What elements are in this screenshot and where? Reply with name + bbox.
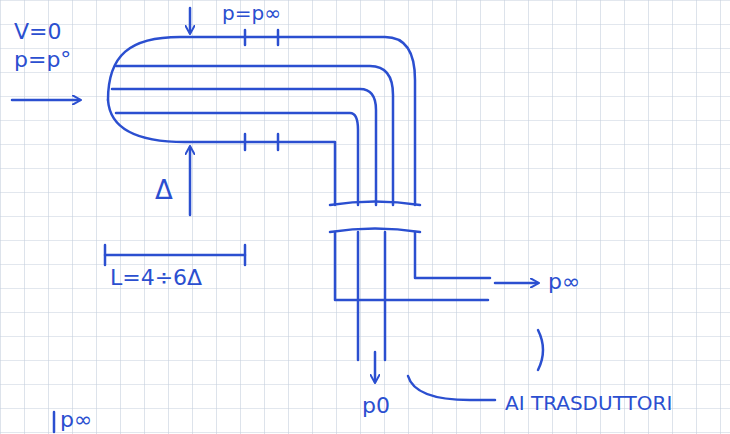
diameter-label: Δ — [155, 176, 173, 205]
transducers-note: AI TRASDUTTORI — [505, 392, 672, 414]
velocity-label: V=0 — [14, 20, 61, 44]
total-outlet-label: p0 — [362, 394, 390, 418]
pressure-note: p∞ — [60, 408, 92, 432]
total-pressure-label: p=p° — [14, 48, 71, 72]
static-pressure-label: p=p∞ — [222, 2, 281, 24]
length-dimension: L=4÷6Δ — [110, 266, 202, 290]
static-outlet-label: p∞ — [548, 270, 580, 294]
